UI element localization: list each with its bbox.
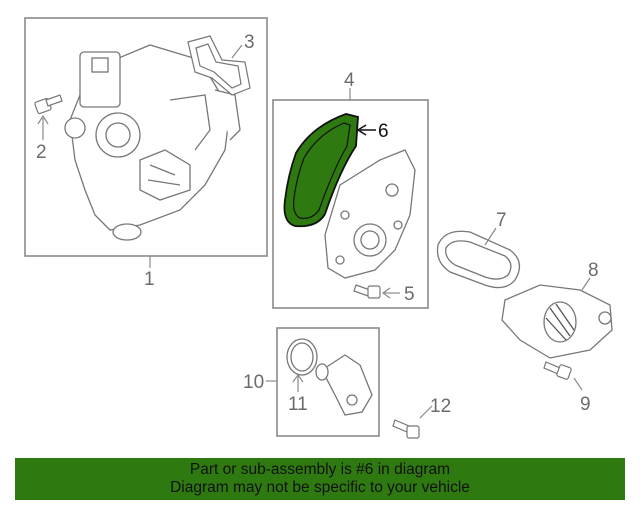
bolt-9-drawing bbox=[543, 361, 572, 380]
o-ring-11-drawing bbox=[286, 338, 318, 376]
banner-line-2: Diagram may not be specific to your vehi… bbox=[170, 479, 470, 496]
bolt-2-drawing bbox=[34, 94, 63, 115]
belt-7-drawing bbox=[436, 230, 521, 289]
callout-8: 8 bbox=[588, 260, 599, 281]
callout-5: 5 bbox=[404, 284, 415, 305]
assembly-box-1 bbox=[24, 17, 268, 257]
callout-11: 11 bbox=[288, 394, 308, 415]
parts-diagram: 2 3 1 4 6 5 7 bbox=[24, 17, 613, 439]
callout-2: 2 bbox=[36, 142, 47, 163]
info-banner: Part or sub-assembly is #6 in diagram Di… bbox=[15, 458, 625, 500]
callout-7: 7 bbox=[496, 210, 507, 231]
callout-9: 9 bbox=[580, 394, 591, 415]
gasket-3-drawing bbox=[187, 35, 251, 96]
bolt-12-drawing bbox=[392, 419, 420, 439]
assembly-box-10 bbox=[276, 327, 380, 437]
callout-3: 3 bbox=[244, 32, 255, 53]
outlet-pipe-drawing bbox=[315, 354, 373, 416]
pump-housing-8-drawing bbox=[501, 284, 613, 359]
bolt-5-drawing bbox=[353, 284, 381, 299]
callout-4: 4 bbox=[344, 70, 355, 91]
callout-1: 1 bbox=[144, 269, 155, 290]
thermostat-housing-drawing bbox=[64, 44, 241, 241]
water-pump-drawing bbox=[324, 149, 416, 279]
banner-line-1: Part or sub-assembly is #6 in diagram bbox=[189, 461, 451, 478]
gasket-6-highlight bbox=[283, 113, 359, 228]
callout-10: 10 bbox=[243, 372, 264, 393]
callout-12: 12 bbox=[430, 396, 451, 417]
callout-6: 6 bbox=[378, 121, 389, 142]
